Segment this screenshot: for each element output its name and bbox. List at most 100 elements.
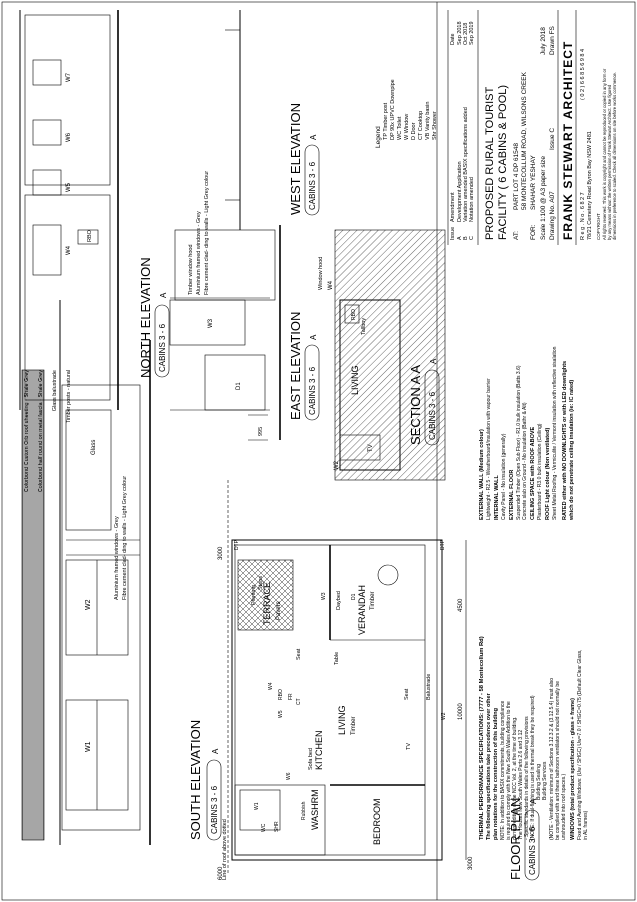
west-elevation-ref: A [309, 134, 318, 140]
thermal-specs: THERMAL PERFORMANCE SPECIFICATIONS: (777… [479, 346, 589, 840]
for-label: FOR: [530, 224, 537, 240]
note-fibre-cement: Fibre cement clad- ding to walls - Light… [122, 476, 128, 600]
firm-name: FRANK STEWART ARCHITECT [561, 41, 575, 240]
for-line-1: SHAHAR YESHAY [530, 155, 537, 210]
amend-row-issue: C [469, 236, 475, 240]
room-living-label: LIVING [337, 705, 347, 735]
fixture-fr: FR [288, 693, 294, 700]
door-d1-label: D1 [236, 382, 242, 390]
floor-plan-subtitle: CABINS 3 - 6 [528, 826, 537, 875]
door-d1 [204, 354, 266, 411]
rated-1: RATED either with NO DOWNLIGHTS or with … [562, 361, 568, 520]
roof-1: Sheet Metal Roofing - Vermiculite / Verm… [552, 346, 558, 520]
room-terrace-label: TERRACE [262, 582, 272, 625]
section-w2-label: W2 [334, 460, 340, 470]
east-note-hood: Timber window hood [188, 244, 194, 295]
legend-item: DP 90x UPVC Downpipe [390, 79, 396, 140]
dim-overall: 10000 [458, 703, 464, 720]
amend-row-date: Sep 2019 [469, 21, 475, 45]
ext-wall-1: Lightweight - R2.5 - Weatherboard/insula… [486, 378, 492, 520]
window-w6 [32, 119, 62, 146]
label-sofa: Sofa bed [308, 748, 314, 770]
east-elevation-subtitle: CABINS 3 - 6 [308, 366, 317, 415]
north-wall-lower [24, 194, 111, 401]
north-wall-upper [24, 14, 111, 186]
south-elevation-ref: A [211, 748, 220, 754]
note-8: Building Services [542, 761, 548, 800]
section-w4-label: W4 [328, 280, 334, 290]
fixture-w5: W5 [278, 710, 284, 718]
project-title-2: FACILITY ( 6 CABINS & POOL) [497, 85, 509, 240]
date: July 2018 [540, 27, 547, 55]
amend-header-amendment: Amendment [450, 192, 456, 222]
note-6: (NOTE: If dual-flashing is used in therm… [530, 695, 536, 840]
label-steps: Steps [258, 576, 264, 590]
room-washrm [239, 789, 281, 831]
floor-plan: BEDROOM WASHRM KITCHEN LIVING Timber VER… [218, 480, 540, 881]
glass-balustrade [65, 409, 112, 531]
issue: Issue C [549, 128, 556, 150]
note-half-round: Colorbond half round on metal fascia - S… [38, 370, 44, 493]
room-bedroom [234, 784, 326, 856]
amend-row-date: Sep 2018 [457, 21, 463, 45]
note-glass-balustrade: Glass balustrade [52, 370, 58, 411]
terrace-pavers [237, 559, 294, 631]
room-terrace-sub: Pavers [276, 601, 282, 620]
fixture-dtp-2: DTP [440, 539, 446, 550]
window-w4 [32, 224, 62, 276]
note-1: NOTE: In addition to BASIX commitments, … [500, 701, 506, 840]
plan-outline [231, 539, 443, 861]
note-aluminium-frame: Aluminium framed windows - Grey [114, 516, 120, 600]
south-elevation-subtitle: CABINS 3 - 6 [210, 785, 219, 834]
ceiling-title: CEILING SPACE with ROOF ABOVE [530, 426, 536, 520]
fixture-d1: D1 [351, 593, 357, 600]
north-elevation-subtitle: CABINS 3 - 6 [158, 323, 167, 372]
drawn: Drawn FS [549, 25, 556, 55]
label-balustrade: Balustrade [426, 674, 432, 700]
windows-1: Fixed and Awning Windows: (Uw / SHGC) Uw… [577, 649, 583, 840]
at-label: AT: [513, 231, 520, 240]
section-tallboy: Tallboy [361, 318, 367, 335]
section-ground [334, 229, 446, 481]
note-9: (NOTE - Ventilation: minimum of Sections… [549, 678, 555, 840]
ceiling-1: Plasterboard - R3.0 bulk insulation (Cei… [537, 423, 543, 520]
verandah-table [377, 564, 399, 586]
section-aa: LIVING TV W2 W4 Window hood RBO Tallboy … [318, 229, 446, 481]
label-planting: Planting [251, 585, 257, 605]
legend-item: TP Timber post [383, 102, 389, 140]
window-w2-label: W2 [85, 599, 92, 610]
floor-1: Suspended Timber (Open Sub Floor) - R1.0… [516, 365, 522, 520]
thermal-sub-2: plan notations for the construction of t… [493, 708, 499, 840]
dim-bedroom: 3000 [468, 856, 474, 870]
legend-item: Shr Shower [432, 111, 438, 140]
label-tv: TV [406, 743, 412, 750]
amend-row-text: Variation amended BASIX specifications a… [463, 107, 469, 222]
label-seat: Seat [296, 648, 302, 660]
thermal-title: THERMAL PERFORMANCE SPECIFICATIONS: (777… [479, 636, 485, 840]
east-elevation-ref: A [309, 334, 318, 340]
floor-plan-title: FLOOR PLAN [508, 798, 523, 880]
fixture-wc: WC [261, 823, 267, 832]
label-daybed: Daybed [336, 591, 342, 610]
note-roof-sheeting: Colorbond Custom Orb roof sheeting - Sha… [24, 370, 30, 493]
east-dim: 995 [258, 427, 264, 436]
amend-header-date: Date [450, 33, 456, 45]
south-roof-sheeting [21, 369, 45, 841]
label-table: Table [334, 652, 340, 665]
window-w5-label: W5 [66, 182, 72, 192]
section-ref: A [429, 358, 438, 364]
section-rbo-label: RBO [351, 309, 357, 320]
section-subtitle: CABINS 3 - 6 [428, 391, 437, 440]
legend-item: CT Cooktop [418, 111, 424, 140]
amend-row-text: Notation amended [469, 177, 475, 222]
scale: Scale 1:100 @ A3 paper size [540, 156, 547, 240]
east-wall [174, 229, 276, 301]
floor-plan-ref: A [529, 798, 538, 804]
copyright-2: All rights reserved. This work is copyri… [602, 68, 607, 240]
north-elevation-ref: A [159, 292, 168, 298]
east-note-frame: Aluminium framed windows - Grey [196, 211, 202, 295]
copyright-1: COPYRIGHT [596, 213, 601, 240]
amend-row-text: Development Application [457, 161, 463, 222]
fixture-w6: W6 [286, 772, 292, 780]
note-11: unshrouded into roof spaces.) [561, 774, 567, 840]
